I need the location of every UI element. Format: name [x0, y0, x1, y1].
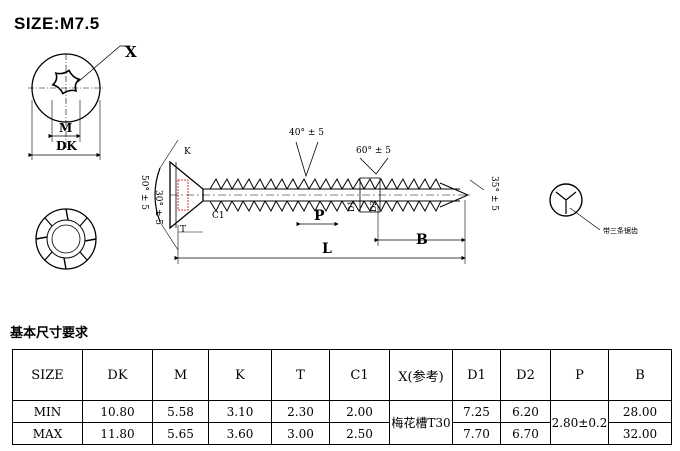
thread-crest: [407, 177, 420, 213]
header-d2: D2: [500, 349, 551, 401]
cell-c1: 2.50: [329, 422, 390, 445]
label-x: X: [125, 43, 137, 61]
thread-crest: [297, 177, 310, 213]
cell-k: 3.60: [208, 422, 272, 445]
thread-crest: [220, 177, 233, 213]
torx-recess-icon: [51, 69, 81, 95]
label-k: K: [184, 147, 191, 157]
label-d1: D1: [347, 200, 356, 212]
dimension-table: SIZE DK M K T C1 X(参考) D1 D2 P B MIN 10.…: [12, 349, 672, 445]
head-bottom-view: [35, 208, 97, 270]
cell-size: MIN: [12, 400, 83, 423]
header-t: T: [271, 349, 330, 401]
header-b: B: [608, 349, 672, 401]
head-angle-inner-label: 30° ± 5: [153, 190, 163, 225]
cell-k: 3.10: [208, 400, 272, 423]
thread-crest: [429, 177, 442, 213]
cell-size: MAX: [12, 422, 83, 445]
header-d1: D1: [452, 349, 501, 401]
label-d2: D2: [369, 200, 378, 212]
thread-crest: [319, 177, 332, 213]
cell-d2: 6.20: [500, 400, 551, 423]
label-c1: C1: [212, 211, 225, 221]
label-m: M: [59, 121, 72, 135]
cell-d1: 7.25: [452, 400, 501, 423]
cell-t: 2.30: [271, 400, 330, 423]
thread-crest: [242, 177, 255, 213]
header-size: SIZE: [12, 349, 83, 401]
cell-x-ref: 梅花槽T30: [389, 400, 453, 445]
screw-side-view: [154, 139, 470, 251]
thread-crest: [253, 177, 266, 213]
head-top-view: [28, 45, 130, 160]
label-t: T: [180, 225, 186, 235]
header-x: X(参考): [389, 349, 453, 401]
thread-crest: [231, 177, 244, 213]
thread-crest: [330, 177, 343, 213]
table-row-min: MIN 10.80 5.58 3.10 2.30 2.00 梅花槽T30 7.2…: [12, 400, 672, 445]
label-p: P: [314, 208, 325, 224]
serration-detail: [549, 183, 601, 231]
angle-35-label: 35° ± 5: [489, 176, 499, 211]
cell-d2: 6.70: [500, 422, 551, 445]
thread-crest: [418, 177, 431, 213]
cell-c1: 2.00: [329, 400, 390, 423]
drawing-title: SIZE:M7.5: [14, 14, 100, 33]
thread-crest: [275, 177, 288, 213]
angle-60-label: 60° ± 5: [356, 146, 391, 156]
header-k: K: [208, 349, 272, 401]
thread-crest: [352, 177, 365, 213]
angle-40-label: 40° ± 5: [289, 128, 324, 138]
label-b: B: [416, 232, 428, 248]
thread-crest: [396, 177, 409, 213]
technical-drawing: X M DK 40: [28, 43, 638, 270]
header-m: M: [152, 349, 209, 401]
table-row-max: MAX 11.80 5.65 3.60 3.00 2.50 7.70 6.70 …: [12, 422, 672, 445]
head-angle-outer-label: 50° ± 5: [139, 175, 149, 210]
serration-callout: 带三条锯齿: [603, 226, 638, 235]
header-dk: DK: [82, 349, 153, 401]
thread-crest: [264, 177, 277, 213]
cell-dk: 11.80: [82, 422, 153, 445]
thread-crest: [308, 177, 321, 213]
label-dk: DK: [56, 139, 77, 153]
thread-crest: [286, 177, 299, 213]
thread-crest: [341, 177, 354, 213]
cell-m: 5.58: [152, 400, 209, 423]
thread-crest: [385, 177, 398, 213]
label-l: L: [322, 241, 332, 257]
cell-dk: 10.80: [82, 400, 153, 423]
cell-b: 28.00: [608, 400, 672, 423]
cell-m: 5.65: [152, 422, 209, 445]
cell-p: 2.80±0.2: [550, 400, 609, 445]
cell-t: 3.00: [271, 422, 330, 445]
cell-b: 32.00: [608, 422, 672, 445]
header-p: P: [550, 349, 609, 401]
side-dimensions: [174, 141, 485, 264]
header-c1: C1: [329, 349, 390, 401]
table-header-row: SIZE DK M K T C1 X(参考) D1 D2 P B: [12, 349, 672, 401]
thread-crest: [363, 177, 376, 213]
cell-d1: 7.70: [452, 422, 501, 445]
thread-crest: [209, 177, 222, 213]
thread-crest: [374, 177, 387, 213]
section-title: 基本尺寸要求: [10, 326, 89, 341]
